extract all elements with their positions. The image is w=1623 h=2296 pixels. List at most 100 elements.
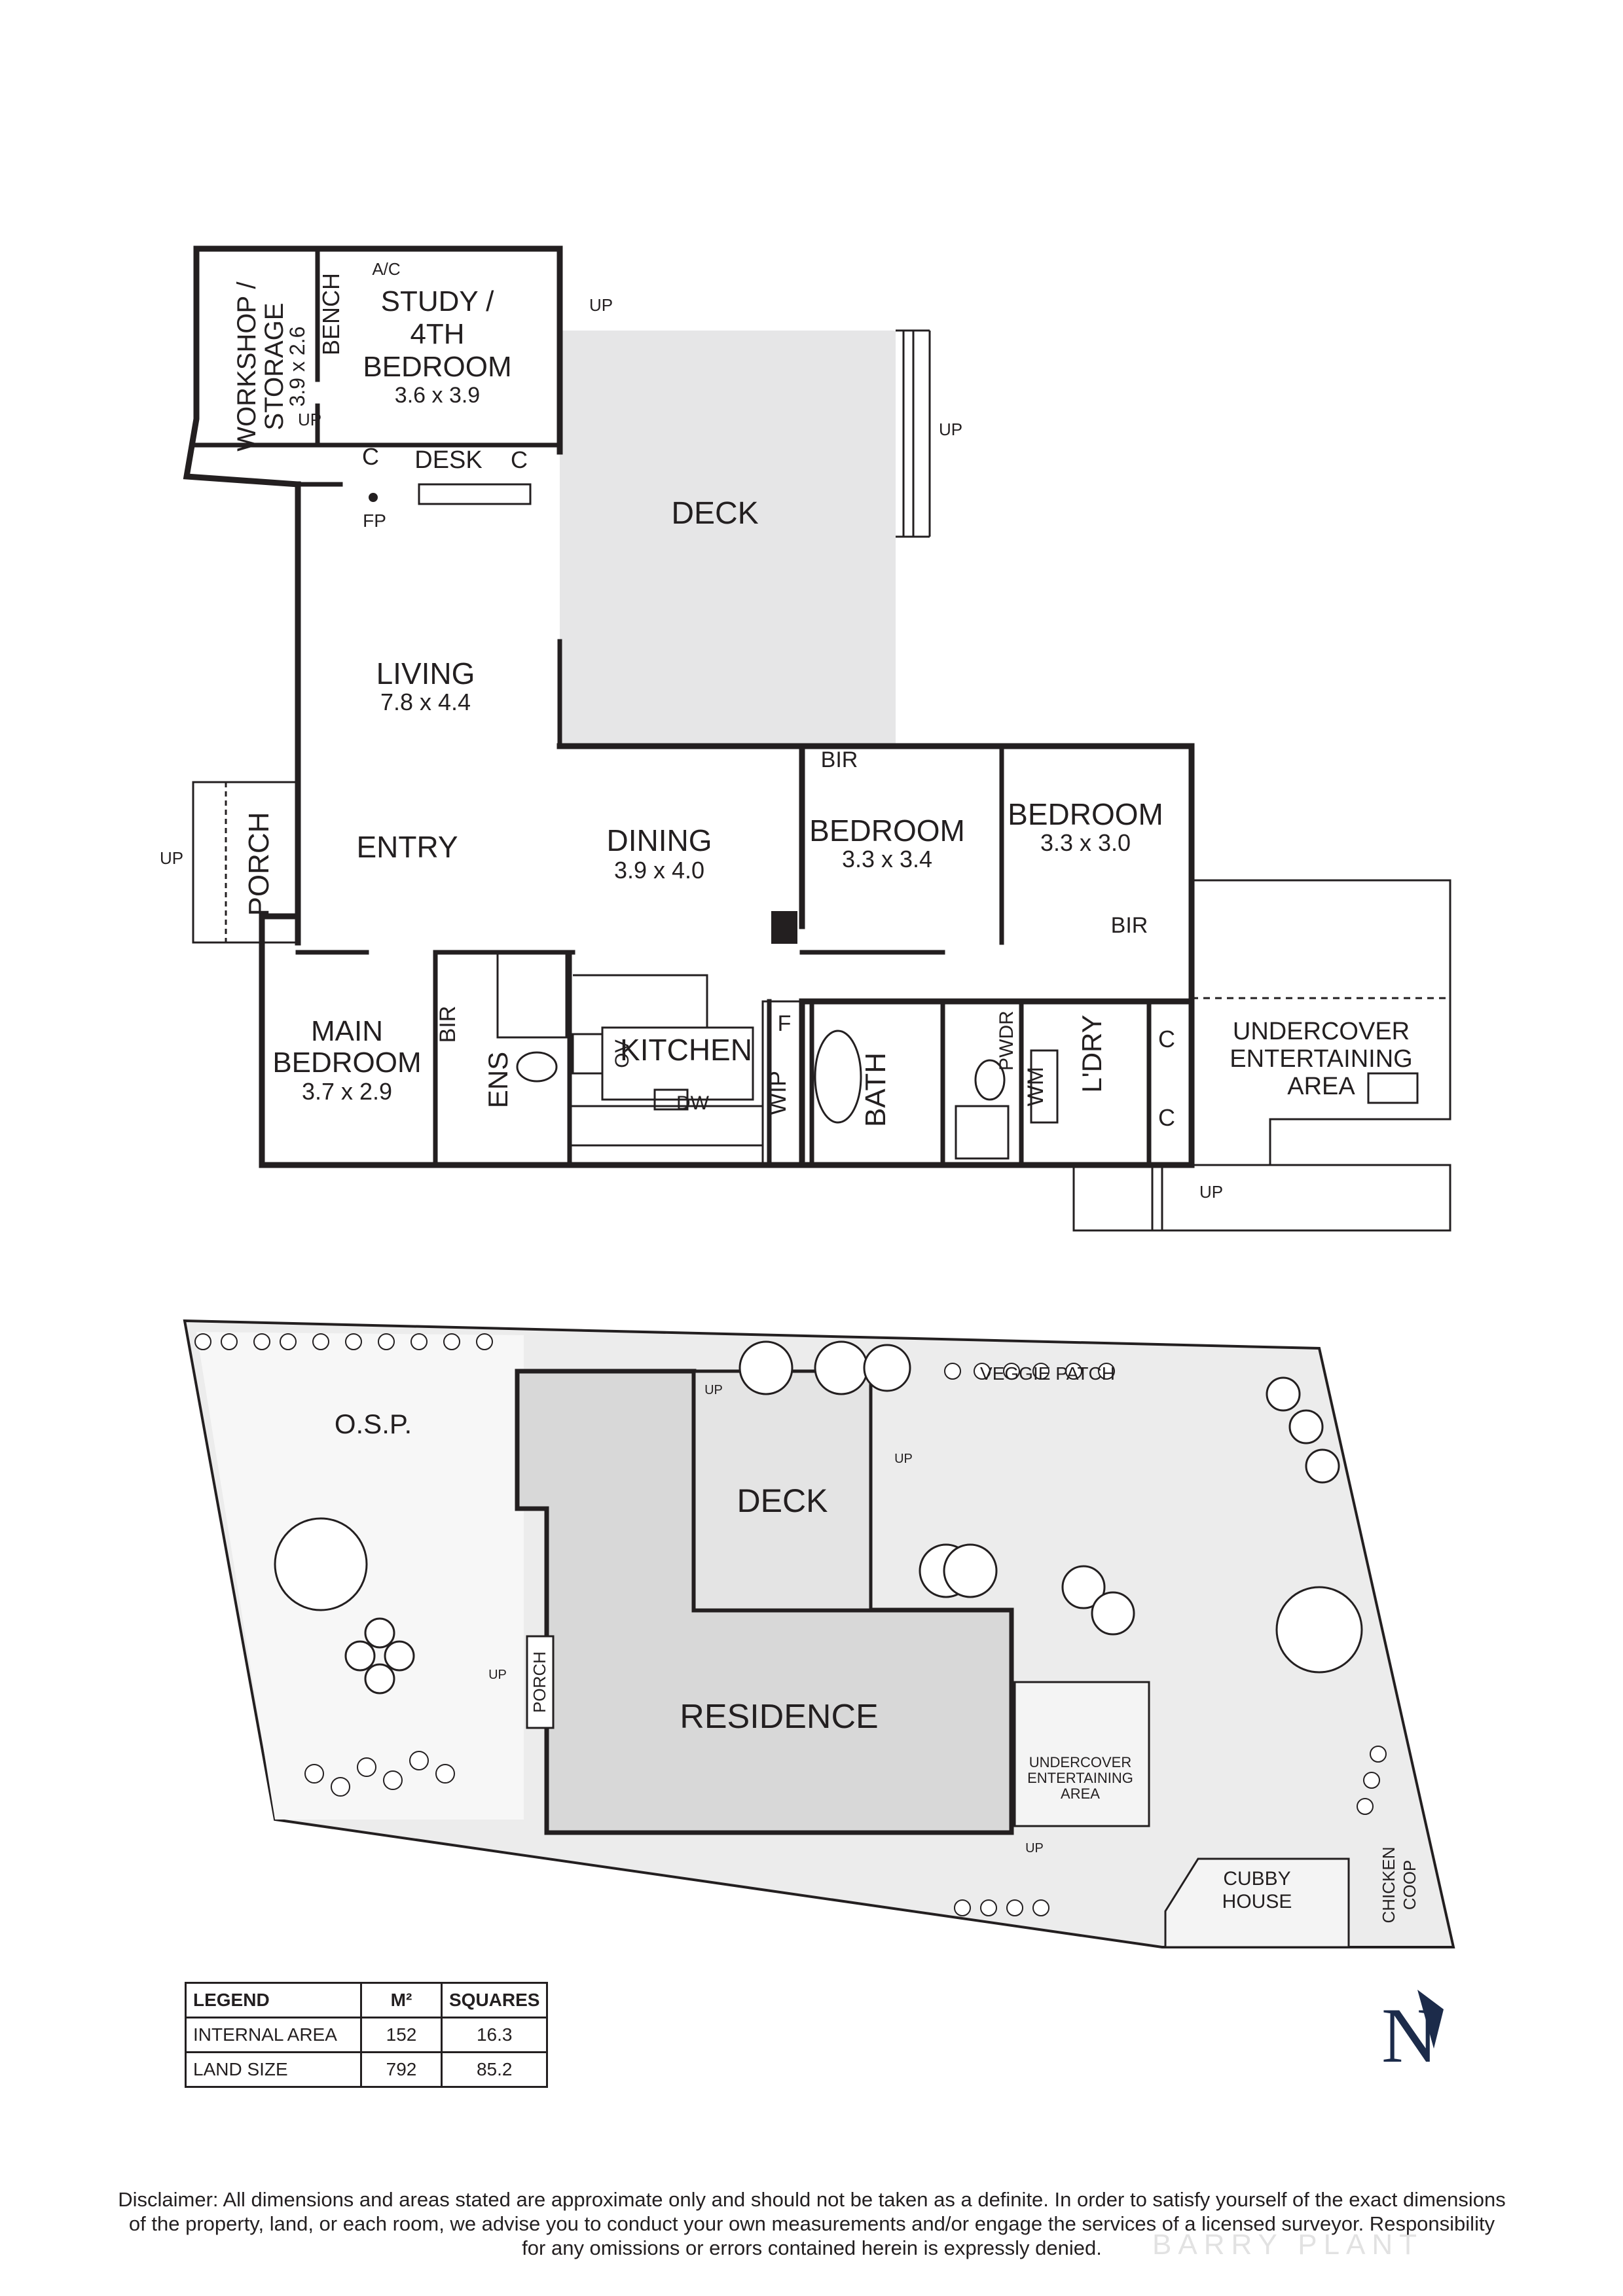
site-undercover-label-2: ENTERTAINING bbox=[1027, 1770, 1133, 1786]
site-deck bbox=[692, 1369, 873, 1612]
up-label-2: UP bbox=[939, 420, 962, 439]
fireplace-dot bbox=[369, 493, 378, 502]
dw-label: DW bbox=[676, 1092, 710, 1114]
site-undercover-label-3: AREA bbox=[1061, 1785, 1100, 1802]
bir-label-2: BIR bbox=[1111, 913, 1148, 938]
undercover-label-2: ENTERTAINING bbox=[1230, 1045, 1412, 1073]
cupboard-label-2: C bbox=[511, 446, 528, 473]
bath-label: BATH bbox=[860, 1052, 892, 1127]
north-compass: N bbox=[1381, 1990, 1444, 2079]
bedroom2-dim: 3.3 x 3.4 bbox=[842, 846, 932, 872]
bedroom3-label: BEDROOM bbox=[1008, 797, 1163, 831]
disclaimer-line-2: of the property, land, or each room, we … bbox=[128, 2212, 1495, 2236]
desk-label: DESK bbox=[414, 446, 482, 474]
porch-label: PORCH bbox=[243, 812, 275, 916]
chicken-label-1: CHICKEN bbox=[1379, 1846, 1398, 1923]
legend-row-squares: 16.3 bbox=[440, 2017, 549, 2053]
living-dim: 7.8 x 4.4 bbox=[380, 689, 471, 715]
bedroom3-dim: 3.3 x 3.0 bbox=[1040, 829, 1131, 856]
f-label: F bbox=[778, 1011, 792, 1036]
kitchen-label: KITCHEN bbox=[620, 1033, 752, 1067]
legend-row: LAND SIZE 792 85.2 bbox=[185, 2051, 549, 2088]
undercover-label-3: AREA bbox=[1287, 1073, 1355, 1100]
legend-row: INTERNAL AREA 152 16.3 bbox=[185, 2017, 549, 2053]
cubby-house bbox=[1164, 1857, 1350, 1948]
kitchen-counters bbox=[568, 974, 803, 1166]
disclaimer: Disclaimer: All dimensions and areas sta… bbox=[65, 2187, 1558, 2261]
legend-row-squares: 85.2 bbox=[440, 2051, 549, 2088]
undercover-area bbox=[1072, 879, 1451, 1232]
undercover-label-1: UNDERCOVER bbox=[1233, 1018, 1410, 1045]
chicken-label-2: COOP bbox=[1400, 1860, 1419, 1910]
deck-steps bbox=[896, 329, 931, 538]
disclaimer-line-3: for any omissions or errors contained he… bbox=[522, 2236, 1102, 2260]
main-bedroom-label-2: BEDROOM bbox=[272, 1047, 421, 1079]
watermark: BARRY PLANT bbox=[1152, 2229, 1424, 2261]
site-up-label-2: UP bbox=[894, 1452, 913, 1466]
site-undercover bbox=[1013, 1681, 1150, 1827]
site-up-label-1: UP bbox=[704, 1383, 723, 1397]
wm-label: WM bbox=[1023, 1067, 1048, 1106]
pwdr-label: PWDR bbox=[996, 1011, 1017, 1071]
site-porch-label: PORCH bbox=[530, 1651, 549, 1713]
site-porch bbox=[526, 1635, 555, 1729]
osp-label: O.S.P. bbox=[335, 1408, 412, 1439]
workshop-dim: 3.9 x 2.6 bbox=[285, 327, 309, 407]
study-dim: 3.6 x 3.9 bbox=[395, 383, 480, 408]
ov-label: OV bbox=[611, 1039, 633, 1067]
cubby-label-2: HOUSE bbox=[1222, 1891, 1292, 1912]
porch-outline bbox=[192, 781, 298, 944]
bir-label-1: BIR bbox=[821, 747, 858, 772]
trees bbox=[274, 1340, 1363, 1695]
compass-arrow-icon bbox=[1417, 1990, 1444, 2049]
ens-label: ENS bbox=[483, 1052, 513, 1108]
ldry-label: L'DRY bbox=[1076, 1014, 1107, 1092]
shrubs bbox=[194, 1333, 1387, 1916]
site-undercover-label-1: UNDERCOVER bbox=[1029, 1754, 1131, 1770]
site-up-label-3: UP bbox=[488, 1668, 507, 1682]
up-label-5: UP bbox=[1199, 1182, 1223, 1202]
site-deck-label: DECK bbox=[737, 1482, 828, 1519]
legend-header-squares: SQUARES bbox=[440, 1982, 549, 2018]
storage-label: STORAGE bbox=[260, 303, 289, 431]
residence-label: RESIDENCE bbox=[680, 1698, 878, 1736]
workshop-label: WORKSHOP / bbox=[232, 281, 261, 451]
legend-header-row: LEGEND M² SQUARES bbox=[185, 1982, 549, 2018]
floor-plan: WORKSHOP / STORAGE 3.9 x 2.6 BENCH A/C S… bbox=[160, 245, 1451, 1232]
legend-table: LEGEND M² SQUARES INTERNAL AREA 152 16.3… bbox=[185, 1982, 549, 2088]
legend-header-label: LEGEND bbox=[185, 1982, 362, 2018]
disclaimer-line-1: Disclaimer: All dimensions and areas sta… bbox=[118, 2188, 1506, 2211]
veggie-patch-label: VEGGIE PATCH bbox=[980, 1363, 1115, 1384]
living-label: LIVING bbox=[376, 656, 475, 691]
deck-label: DECK bbox=[671, 496, 758, 531]
bedroom2-label: BEDROOM bbox=[809, 814, 965, 848]
cupboard-label-4: C bbox=[1158, 1104, 1175, 1131]
ac-label: A/C bbox=[372, 259, 400, 279]
dining-label: DINING bbox=[607, 823, 712, 857]
deck-area bbox=[560, 331, 896, 746]
entry-label: ENTRY bbox=[356, 830, 458, 864]
siteplan-labels: O.S.P. DECK RESIDENCE PORCH VEGGIE PATCH… bbox=[335, 1363, 1419, 1924]
study-label-1: STUDY / bbox=[381, 285, 495, 317]
legend-row-m2: 152 bbox=[360, 2017, 443, 2053]
legend-header-m2: M² bbox=[360, 1982, 443, 2018]
up-label-4: UP bbox=[160, 848, 183, 868]
up-label-1: UP bbox=[589, 295, 613, 315]
up-label-3: UP bbox=[298, 410, 321, 429]
legend-row-label: INTERNAL AREA bbox=[185, 2017, 362, 2053]
site-up-label-4: UP bbox=[1025, 1841, 1044, 1856]
main-bedroom-label-1: MAIN bbox=[311, 1015, 383, 1047]
cubby-label-1: CUBBY bbox=[1223, 1868, 1290, 1890]
site-plan: O.S.P. DECK RESIDENCE PORCH VEGGIE PATCH… bbox=[183, 1319, 1455, 1948]
bir-label-3: BIR bbox=[435, 1006, 460, 1043]
legend-row-m2: 792 bbox=[360, 2051, 443, 2088]
legend-row-label: LAND SIZE bbox=[185, 2051, 362, 2088]
fp-label: FP bbox=[363, 511, 386, 531]
fixtures bbox=[418, 483, 1419, 1160]
cupboard-label-1: C bbox=[362, 443, 379, 470]
dining-dim: 3.9 x 4.0 bbox=[614, 857, 704, 884]
study-label-2: 4TH bbox=[410, 318, 464, 350]
bench-label: BENCH bbox=[318, 273, 344, 355]
cupboard-label-3: C bbox=[1158, 1026, 1175, 1052]
